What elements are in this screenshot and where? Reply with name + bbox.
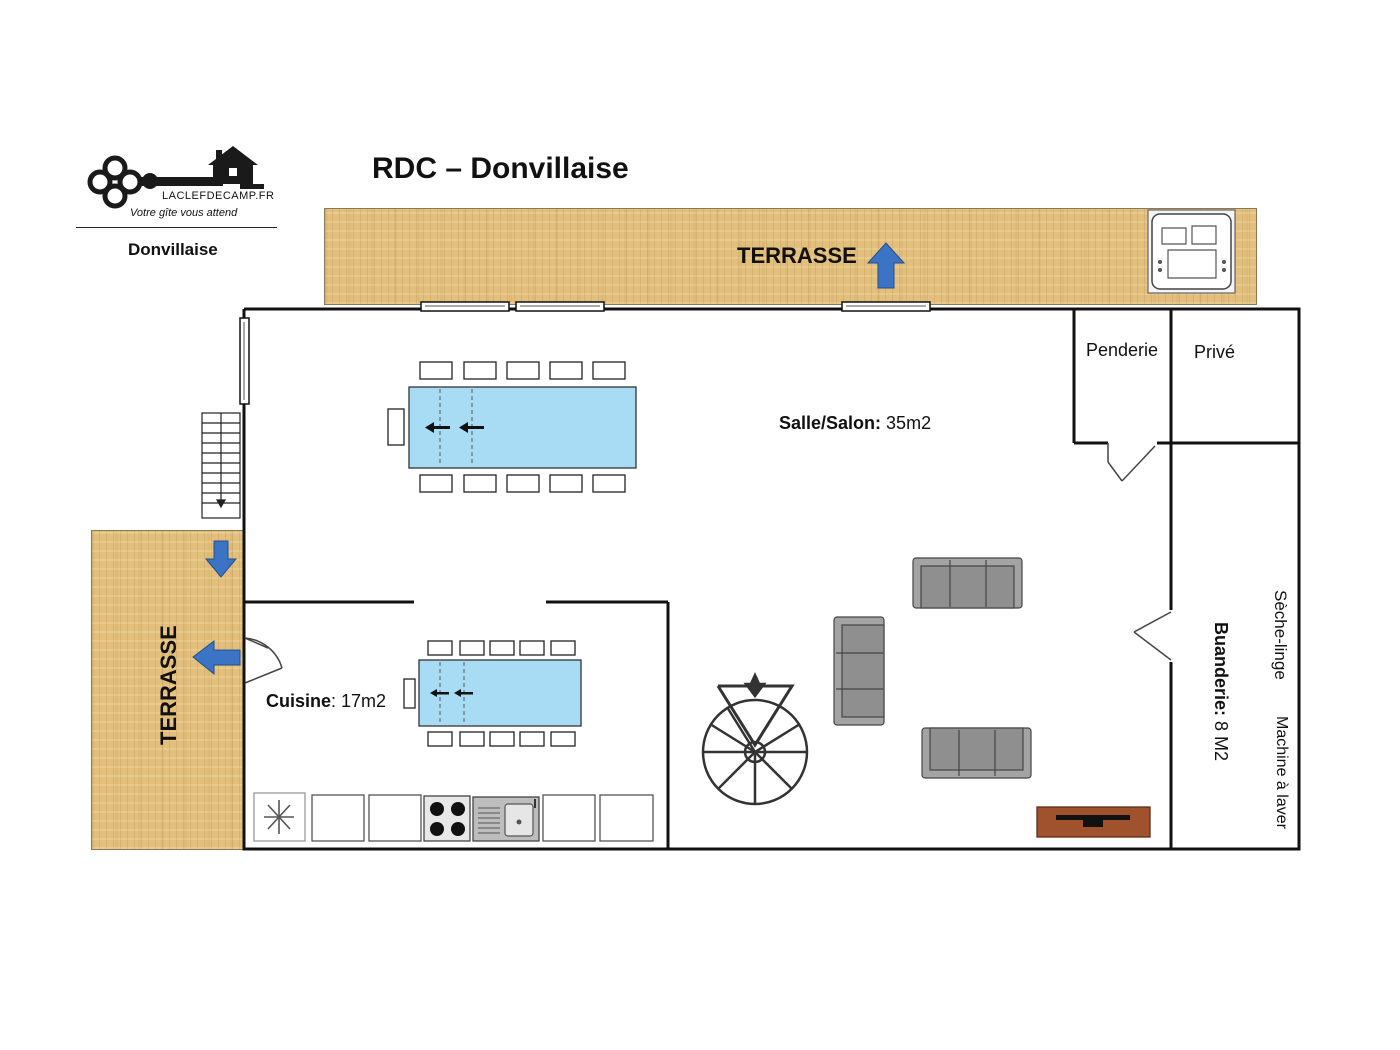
room-label-cuisine: Cuisine: 17m2	[266, 691, 386, 712]
room-name-salle: Salle/Salon:	[779, 413, 882, 433]
logo-tagline: Votre gîte vous attend	[130, 207, 238, 219]
room-label-buanderie: Buanderie: 8 M2	[1210, 622, 1231, 761]
terrace-top	[324, 208, 1257, 305]
dining-table-cuisine	[403, 640, 582, 747]
logo	[87, 146, 265, 209]
arrow-icon	[425, 422, 484, 433]
sofa-icon	[921, 727, 1032, 779]
jacuzzi-icon	[1147, 209, 1236, 294]
room-area-salle: 35m2	[881, 413, 932, 433]
stove-icon	[423, 795, 471, 842]
key-shaft	[138, 177, 223, 186]
terrace-left-label: TERRASSE	[156, 625, 181, 745]
logo-brand: LACLEFDECAMP.FR	[162, 190, 275, 202]
room-area-cuisine: : 17m2	[331, 691, 387, 711]
terrace-left	[91, 530, 244, 850]
logo-caption: Donvillaise	[128, 240, 218, 259]
sink-icon	[472, 796, 540, 842]
room-label-penderie: Penderie	[1086, 340, 1159, 360]
room-label-salle: Salle/Salon: 35m2	[779, 413, 931, 434]
logo-divider	[76, 227, 277, 228]
room-label-prive: Privé	[1194, 342, 1236, 362]
walls	[242, 307, 1301, 851]
door-icon	[244, 443, 1172, 684]
arrow-icon	[192, 242, 906, 676]
fridge-icon	[253, 792, 306, 842]
arrow-icon	[430, 689, 473, 697]
sofa-icon	[912, 557, 1023, 609]
tv-cabinet-icon	[1036, 806, 1151, 838]
appliance-label-machine: Machine à laver	[1273, 716, 1290, 829]
staircase-icon	[201, 412, 241, 519]
sofa-icon	[833, 616, 885, 726]
dining-table-salle	[387, 361, 637, 493]
terrace-top-label: TERRASSE	[737, 243, 857, 268]
room-name-cuisine: Cuisine	[266, 691, 332, 711]
spiral-staircase-icon	[701, 671, 809, 806]
room-name-buanderie: Buanderie:	[1211, 622, 1231, 717]
page-title: RDC – Donvillaise	[372, 152, 629, 185]
room-area-buanderie: 8 M2	[1211, 716, 1231, 762]
appliance-label-seche-linge: Sèche-linge	[1271, 590, 1290, 680]
window-icon	[239, 301, 931, 405]
kitchen-counter	[253, 792, 654, 842]
